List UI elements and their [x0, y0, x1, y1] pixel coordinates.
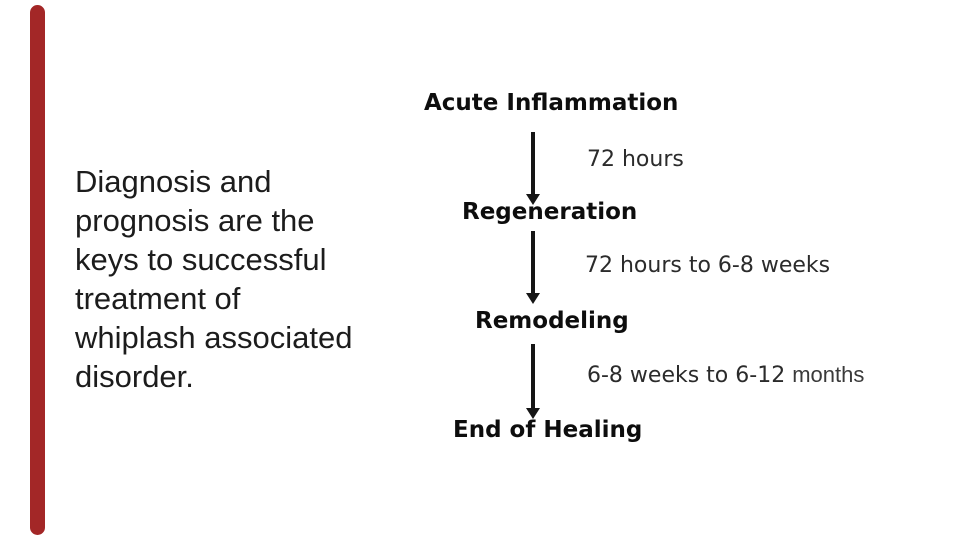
interval-label-3-suffix: months [792, 362, 865, 387]
down-arrow-icon [531, 231, 535, 293]
accent-bar [30, 5, 45, 535]
body-text: Diagnosis and prognosis are the keys to … [75, 164, 353, 394]
interval-label-1: 72 hours [587, 147, 684, 172]
stage-label-regeneration: Regeneration [462, 199, 638, 225]
down-arrow-icon [531, 132, 535, 194]
stage-label-end-of-healing: End of Healing [453, 417, 643, 443]
interval-label-2: 72 hours to 6-8 weeks [585, 253, 831, 278]
stage-label-remodeling: Remodeling [475, 308, 629, 334]
interval-label-3-main: 6-8 weeks to 6-12 [587, 363, 786, 388]
down-arrow-icon [531, 344, 535, 408]
stage-label-acute-inflammation: Acute Inflammation [424, 90, 679, 116]
